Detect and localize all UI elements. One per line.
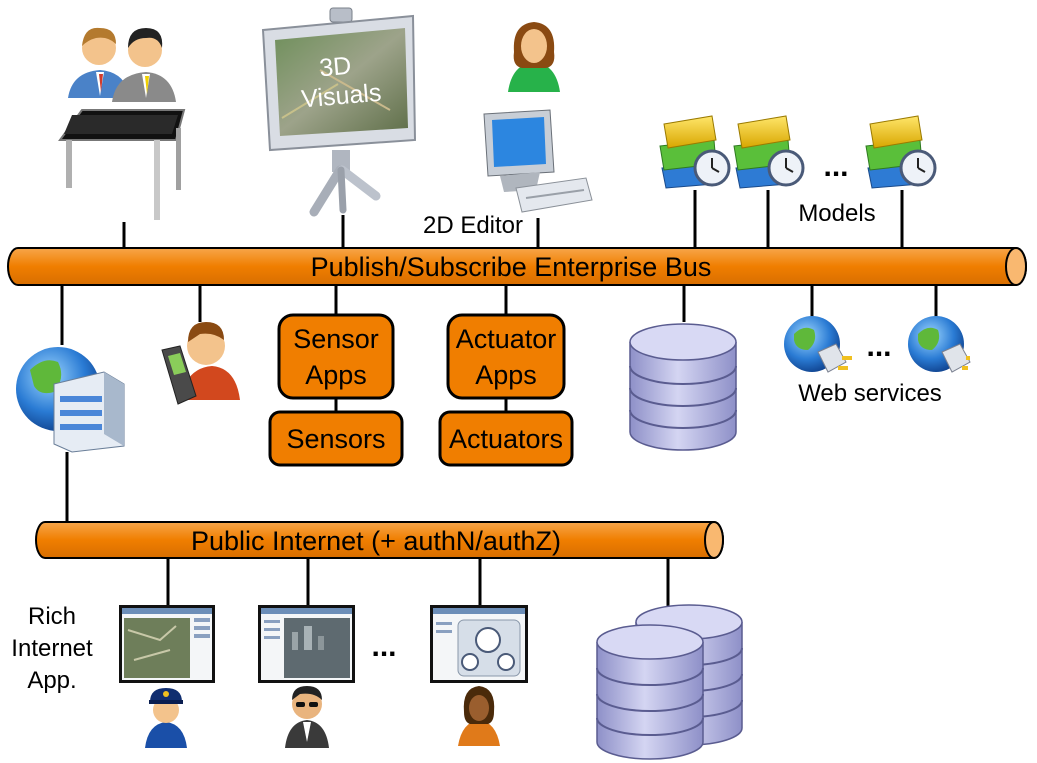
woman-dark-user-icon <box>458 686 500 746</box>
ria-ellipsis: ... <box>371 630 396 663</box>
actuator-apps-line1: Actuator <box>456 324 557 354</box>
actuators-box: Actuators <box>438 410 574 467</box>
sunglasses-user-icon <box>285 686 329 748</box>
web-server-globe-icon <box>16 347 125 453</box>
sensor-apps-line2: Apps <box>305 360 367 390</box>
model-books-clock-icon <box>865 115 937 189</box>
touch-table-icon <box>58 109 186 220</box>
models-ellipsis: ... <box>823 150 848 183</box>
web-service-globe-plug-icon <box>908 316 971 373</box>
models-label: Models <box>798 200 875 227</box>
ria-label-line2: Internet <box>11 635 93 662</box>
actuator-apps-line2: Apps <box>475 360 537 390</box>
actuators-label: Actuators <box>449 424 563 454</box>
web-service-globe-plug-icon <box>784 316 852 373</box>
ria-label-line1: Rich <box>28 603 76 630</box>
model-books-clock-icon <box>733 115 805 189</box>
browser-screenshot-icon <box>119 605 215 683</box>
sensors-label: Sensors <box>286 424 385 454</box>
actuator-apps-box: Actuator Apps <box>446 313 566 400</box>
editor-label: 2D Editor <box>423 212 523 239</box>
enterprise-bus-label: Publish/Subscribe Enterprise Bus <box>311 252 712 282</box>
mobile-user-icon <box>161 322 240 405</box>
projector-title-line2: Visuals <box>300 79 382 114</box>
projector-screen-icon: 3D Visuals <box>261 7 417 217</box>
sensor-apps-line1: Sensor <box>293 324 379 354</box>
browser-screenshot-icon <box>258 605 355 683</box>
sensors-box: Sensors <box>268 410 404 467</box>
projector-title-line1: 3D <box>318 52 352 83</box>
sensor-apps-box: Sensor Apps <box>277 313 395 400</box>
web-services-label: Web services <box>798 380 942 407</box>
woman-user-icon <box>508 22 560 92</box>
internet-bus: Public Internet (+ authN/authZ) <box>35 521 724 559</box>
browser-screenshot-icon <box>430 605 528 683</box>
computer-icon <box>483 109 593 213</box>
enterprise-bus: Publish/Subscribe Enterprise Bus <box>7 247 1027 286</box>
connector-lines <box>60 190 938 612</box>
ria-label-line3: App. <box>27 667 76 694</box>
model-books-clock-icon <box>659 115 731 189</box>
web-services-ellipsis: ... <box>866 330 891 363</box>
database-icon <box>629 323 737 451</box>
database-cluster-icon <box>596 604 743 760</box>
internet-bus-label: Public Internet (+ authN/authZ) <box>191 526 561 556</box>
users-pair-icon <box>68 27 176 102</box>
police-user-icon <box>145 688 187 748</box>
